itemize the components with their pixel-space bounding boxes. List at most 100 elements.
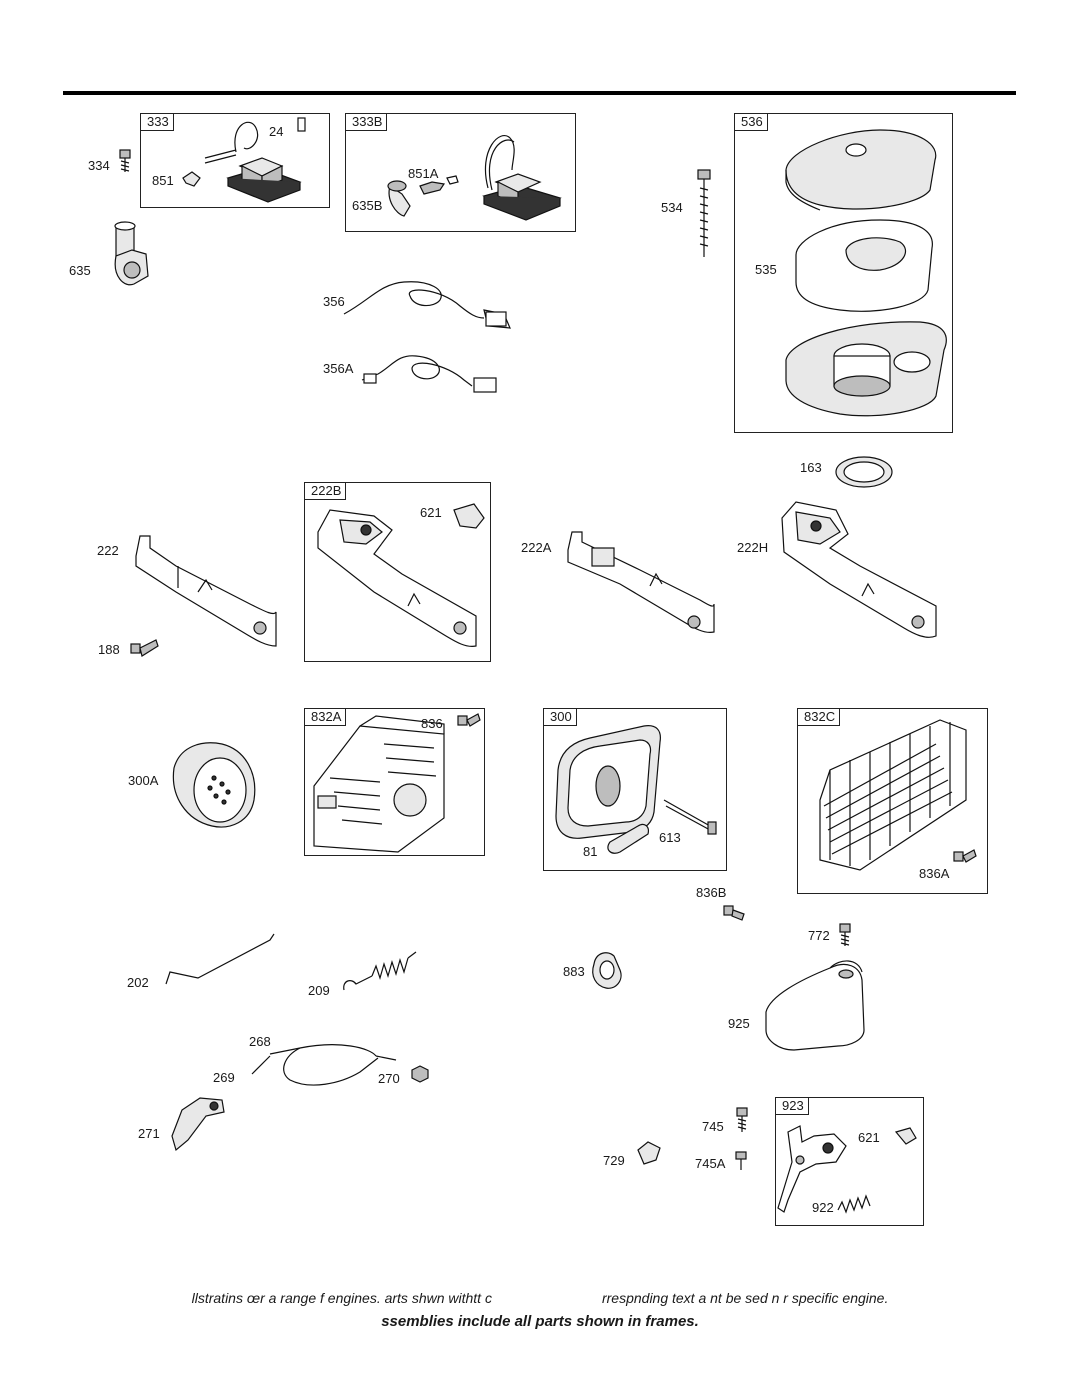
boot-635-icon	[114, 221, 149, 286]
frame-222b: 222B	[304, 482, 491, 662]
control-bracket-222b-icon	[317, 509, 477, 647]
screw-836a-icon	[953, 849, 977, 863]
callout-24: 24	[269, 124, 284, 139]
frame-label-300: 300	[544, 709, 577, 726]
ground-wire-356-icon	[343, 281, 511, 329]
screw-534-icon	[697, 169, 711, 257]
callout-334: 334	[88, 158, 110, 173]
callout-836: 836	[421, 716, 443, 731]
callout-745: 745	[702, 1119, 724, 1134]
control-bracket-222h-icon	[781, 501, 937, 638]
screw-745a-icon	[735, 1151, 747, 1170]
terminal-851a-icon	[419, 181, 446, 195]
gasket-883-icon	[592, 952, 622, 989]
frame-536: 536	[734, 113, 953, 433]
callout-851a: 851A	[408, 166, 439, 181]
screw-836b-icon	[723, 905, 745, 921]
callout-222: 222	[97, 543, 119, 558]
callout-635: 635	[69, 263, 91, 278]
muffler-guard-832a-icon	[313, 715, 445, 853]
callout-300a: 300A	[128, 773, 159, 788]
callout-202: 202	[127, 975, 149, 990]
plate-81-icon	[607, 823, 649, 854]
muffler-300-icon	[555, 725, 661, 839]
callout-188: 188	[98, 642, 120, 657]
header-rule	[63, 91, 1016, 95]
governor-lever-923-icon	[777, 1125, 847, 1213]
cover-925-icon	[765, 960, 865, 1051]
callout-836a: 836A	[919, 866, 950, 881]
frame-label-333: 333	[141, 114, 174, 131]
screw-772-icon	[839, 923, 851, 946]
ground-wire-356a-icon	[361, 355, 497, 393]
note-left: llstratins œr a range f engines. arts sh…	[191, 1290, 492, 1306]
frame-333b: 333B	[345, 113, 576, 232]
air-cleaner-cover-536-icon	[785, 129, 937, 211]
callout-883: 883	[563, 964, 585, 979]
callout-836b: 836B	[696, 885, 727, 900]
callout-222a: 222A	[521, 540, 552, 555]
callout-163: 163	[800, 460, 822, 475]
muffler-300a-icon	[172, 742, 256, 828]
bolt-613-icon	[663, 799, 717, 835]
nut-270-icon	[411, 1065, 429, 1083]
frame-label-333b: 333B	[346, 114, 388, 131]
frame-923: 923	[775, 1097, 924, 1226]
muffler-guard-832c-icon	[819, 719, 967, 871]
callout-745a: 745A	[695, 1156, 726, 1171]
illustration-note: llstratins œr a range f engines. arts sh…	[0, 1290, 1080, 1306]
callout-534: 534	[661, 200, 683, 215]
terminal-851a-2-icon	[446, 175, 459, 185]
filter-element-535-icon	[795, 219, 933, 312]
frame-300: 300	[543, 708, 727, 871]
clip-729-icon	[637, 1141, 661, 1165]
callout-271: 271	[138, 1126, 160, 1141]
callout-851: 851	[152, 173, 174, 188]
clip-621-b-icon	[894, 1127, 917, 1145]
frame-832a: 832A	[304, 708, 485, 856]
callout-222h: 222H	[737, 540, 769, 555]
callout-268: 268	[249, 1034, 271, 1049]
callout-535: 535	[755, 262, 777, 277]
gasket-163-icon	[835, 456, 893, 488]
frame-label-832a: 832A	[305, 709, 347, 726]
spacer-24-icon	[297, 117, 306, 132]
callout-613: 613	[659, 830, 681, 845]
callout-270: 270	[378, 1071, 400, 1086]
callout-772: 772	[808, 928, 830, 943]
callout-621-a: 621	[420, 505, 442, 520]
callout-729: 729	[603, 1153, 625, 1168]
control-bracket-222-icon	[135, 535, 277, 647]
screw-836-icon	[457, 713, 481, 727]
callout-922: 922	[812, 1200, 834, 1215]
spring-209-icon	[343, 951, 417, 991]
note-right: rrespnding text a nt be sed n r specific…	[601, 1290, 889, 1306]
callout-81: 81	[583, 844, 598, 859]
cable-clamp-271-icon	[171, 1097, 225, 1152]
spring-922-icon	[837, 1194, 871, 1214]
frame-label-222b: 222B	[305, 483, 347, 500]
frame-832c: 832C	[797, 708, 988, 894]
frame-label-832c: 832C	[798, 709, 841, 726]
callout-356: 356	[323, 294, 345, 309]
clip-621-icon	[453, 503, 485, 529]
screw-188-icon	[130, 639, 159, 657]
filter-base-icon	[785, 321, 947, 417]
callout-269: 269	[213, 1070, 235, 1085]
callout-356a: 356A	[323, 361, 354, 376]
frame-333: 333	[140, 113, 330, 208]
clip-851-icon	[182, 171, 201, 187]
ignition-armature-333b-icon	[482, 135, 562, 221]
frame-label-923: 923	[776, 1098, 809, 1115]
governor-link-202-icon	[165, 933, 275, 985]
callout-635b: 635B	[352, 198, 383, 213]
callout-209: 209	[308, 983, 330, 998]
ignition-armature-333-icon	[204, 121, 302, 203]
callout-621-b: 621	[858, 1130, 880, 1145]
callout-925: 925	[728, 1016, 750, 1031]
throttle-cable-268-icon	[251, 1044, 397, 1086]
control-bracket-222a-icon	[567, 531, 715, 633]
assemblies-note: ssemblies include all parts shown in fra…	[381, 1313, 699, 1330]
screw-745-icon	[736, 1107, 748, 1132]
